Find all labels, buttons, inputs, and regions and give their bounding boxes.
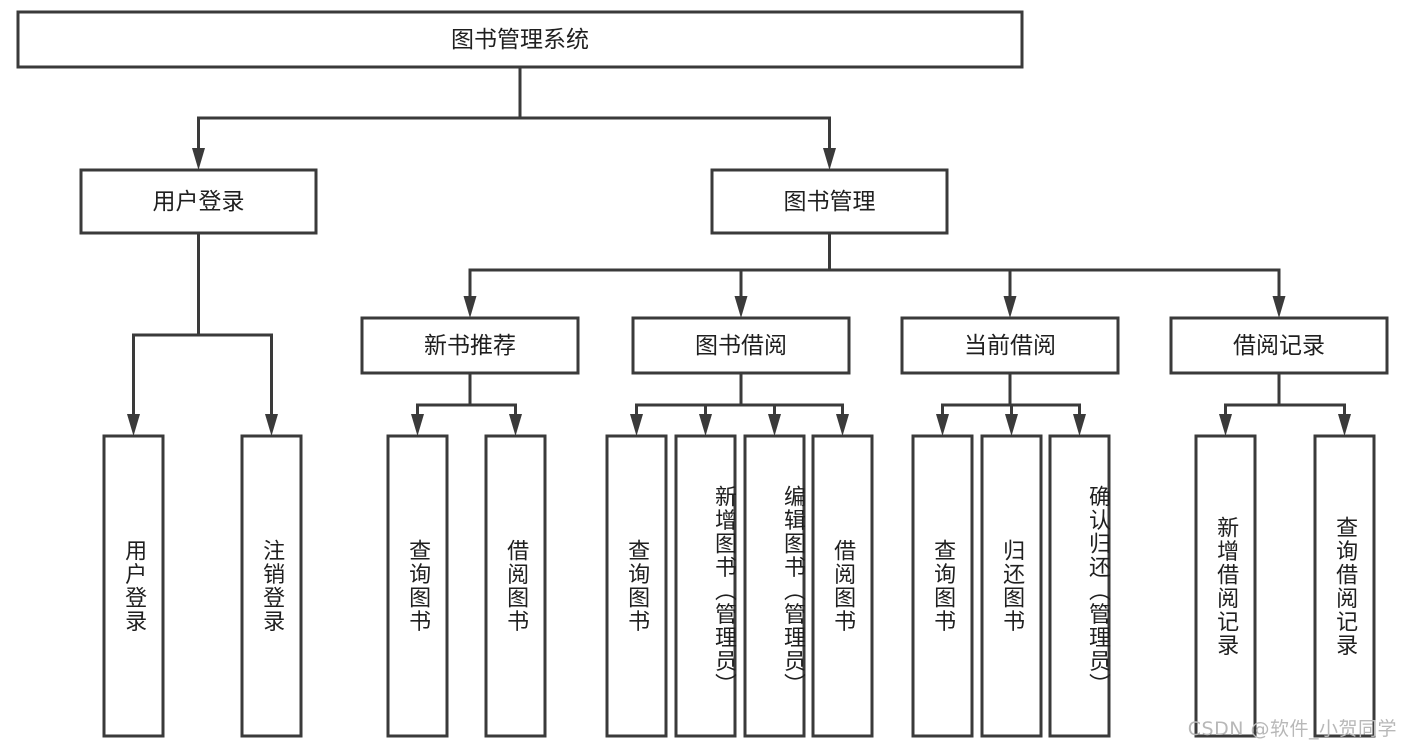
node-leaf-query-book-borrow[interactable] <box>605 434 668 738</box>
node-box-leaf-user-login[interactable] <box>102 434 165 738</box>
node-leaf-query-book-current[interactable] <box>911 434 974 738</box>
arrow-head-icon <box>630 414 643 436</box>
node-label-book-borrow: 图书借阅 <box>695 333 787 359</box>
node-box-leaf-add-book[interactable] <box>674 434 737 738</box>
connector-group-current-borrow <box>936 371 1086 436</box>
connector-group-new-book-recommend <box>411 371 522 436</box>
connector-group-book-manage <box>463 231 1286 318</box>
node-label-new-book-recommend: 新书推荐 <box>424 333 516 359</box>
node-leaf-logout[interactable] <box>240 434 303 738</box>
arrow-head-icon <box>823 148 836 170</box>
node-box-leaf-add-borrow-record[interactable] <box>1194 434 1257 738</box>
arrow-head-icon <box>509 414 522 436</box>
node-box-leaf-query-book-recommend[interactable] <box>386 434 449 738</box>
node-leaf-edit-book[interactable] <box>743 434 806 738</box>
arrow-head-icon <box>463 296 477 318</box>
node-box-user-login[interactable] <box>79 168 318 235</box>
node-box-leaf-query-book-current[interactable] <box>911 434 974 738</box>
node-box-leaf-confirm-return[interactable] <box>1048 434 1111 738</box>
node-label-user-login: 用户登录 <box>153 189 245 215</box>
node-label-book-manage: 图书管理 <box>784 189 876 215</box>
node-box-leaf-query-book-borrow[interactable] <box>605 434 668 738</box>
arrow-head-icon <box>1338 414 1351 436</box>
arrow-head-icon <box>265 414 278 436</box>
node-box-leaf-borrow-book-recommend[interactable] <box>484 434 547 738</box>
node-box-book-manage[interactable] <box>710 168 949 235</box>
arrow-head-icon <box>192 148 205 170</box>
node-leaf-add-book[interactable] <box>674 434 737 738</box>
node-box-new-book-recommend[interactable] <box>360 316 580 375</box>
node-book-manage[interactable]: 图书管理 <box>710 168 949 235</box>
node-book-borrow[interactable]: 图书借阅 <box>631 316 851 375</box>
arrow-head-icon <box>1219 414 1232 436</box>
connector-group-root <box>192 65 836 170</box>
node-box-leaf-return-book[interactable] <box>980 434 1043 738</box>
node-root[interactable]: 图书管理系统 <box>16 10 1024 69</box>
node-leaf-query-borrow-record[interactable] <box>1313 434 1376 738</box>
node-leaf-borrow-book[interactable] <box>811 434 874 738</box>
node-new-book-recommend[interactable]: 新书推荐 <box>360 316 580 375</box>
watermark-text: CSDN @软件_小贺同学 <box>1187 718 1397 740</box>
node-borrow-record[interactable]: 借阅记录 <box>1169 316 1389 375</box>
node-box-leaf-query-borrow-record[interactable] <box>1313 434 1376 738</box>
arrow-head-icon <box>768 414 781 436</box>
connectors-layer <box>127 65 1351 436</box>
node-box-leaf-borrow-book[interactable] <box>811 434 874 738</box>
arrow-head-icon <box>411 414 424 436</box>
arrow-head-icon <box>936 414 949 436</box>
node-label-borrow-record: 借阅记录 <box>1233 333 1325 359</box>
arrow-head-icon <box>734 296 748 318</box>
arrow-head-icon <box>1003 296 1017 318</box>
arrow-head-icon <box>1272 296 1286 318</box>
connector-group-borrow-record <box>1219 371 1351 436</box>
node-leaf-confirm-return[interactable] <box>1048 434 1111 738</box>
node-leaf-borrow-book-recommend[interactable] <box>484 434 547 738</box>
connector-group-user-login <box>127 231 278 436</box>
arrow-head-icon <box>1073 414 1086 436</box>
connector-group-book-borrow <box>630 371 849 436</box>
arrow-head-icon <box>127 414 140 436</box>
node-box-borrow-record[interactable] <box>1169 316 1389 375</box>
arrow-head-icon <box>1005 414 1018 436</box>
node-box-current-borrow[interactable] <box>900 316 1120 375</box>
node-leaf-user-login[interactable] <box>102 434 165 738</box>
node-leaf-query-book-recommend[interactable] <box>386 434 449 738</box>
node-leaf-return-book[interactable] <box>980 434 1043 738</box>
node-current-borrow[interactable]: 当前借阅 <box>900 316 1120 375</box>
arrow-head-icon <box>699 414 712 436</box>
node-box-leaf-logout[interactable] <box>240 434 303 738</box>
node-box-root[interactable] <box>16 10 1024 69</box>
node-box-leaf-edit-book[interactable] <box>743 434 806 738</box>
node-leaf-add-borrow-record[interactable] <box>1194 434 1257 738</box>
node-user-login[interactable]: 用户登录 <box>79 168 318 235</box>
node-box-book-borrow[interactable] <box>631 316 851 375</box>
arrow-head-icon <box>836 414 849 436</box>
node-label-root: 图书管理系统 <box>451 27 589 53</box>
node-label-current-borrow: 当前借阅 <box>964 333 1056 359</box>
